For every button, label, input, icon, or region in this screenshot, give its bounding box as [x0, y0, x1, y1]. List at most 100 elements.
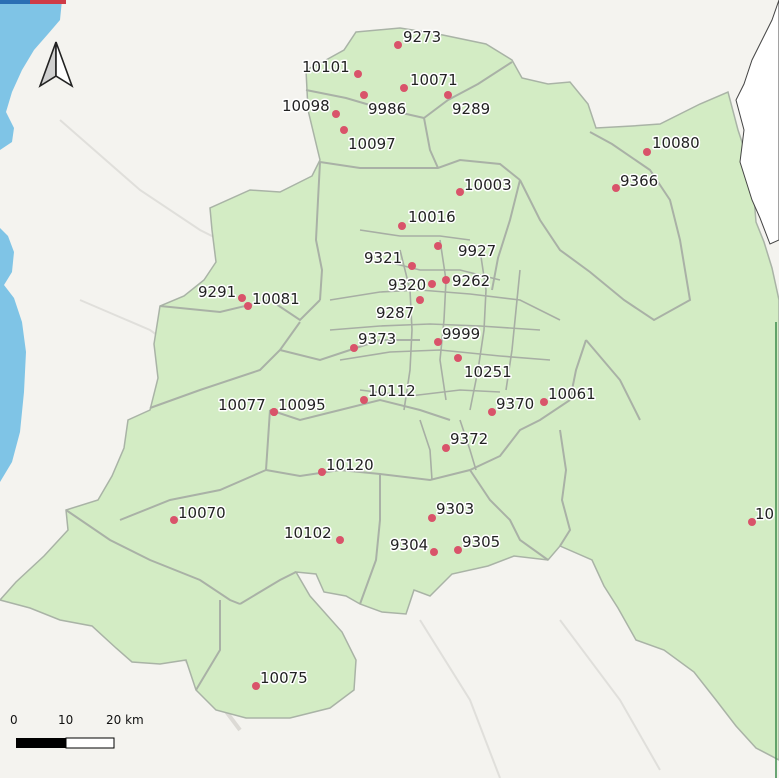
point-marker[interactable] [643, 148, 651, 156]
point-label: 9986 [368, 100, 406, 118]
map-point-10101[interactable]: 10101 [301, 57, 362, 78]
point-marker[interactable] [400, 84, 408, 92]
point-label: 10097 [348, 135, 396, 153]
map-point-10[interactable]: 10 [748, 504, 776, 526]
district-borders [65, 61, 692, 691]
point-label: 9273 [403, 28, 441, 46]
map-point-9320[interactable]: 9320 [387, 275, 436, 296]
point-marker[interactable] [238, 294, 246, 302]
point-marker[interactable] [748, 518, 756, 526]
map-point-10095[interactable]: 10095 [270, 395, 327, 416]
point-label: 9289 [452, 100, 490, 118]
scale-bar-segment-dark [16, 738, 66, 748]
point-label: 10095 [278, 396, 326, 414]
point-marker[interactable] [444, 91, 452, 99]
point-label: 10081 [252, 290, 300, 308]
map-point-9366[interactable]: 9366 [612, 171, 660, 192]
map-point-10102[interactable]: 10102 [283, 523, 344, 544]
point-marker[interactable] [428, 514, 436, 522]
map-point-9262[interactable]: 9262 [442, 271, 492, 292]
map-point-10251[interactable]: 10251 [454, 354, 513, 383]
point-marker[interactable] [360, 91, 368, 99]
points-layer: 9273 10101 10071 9986 9289 10098 10097 10080 100… [170, 27, 776, 690]
point-marker[interactable] [170, 516, 178, 524]
point-marker[interactable] [430, 548, 438, 556]
point-marker[interactable] [350, 344, 358, 352]
point-marker[interactable] [540, 398, 548, 406]
point-marker[interactable] [488, 408, 496, 416]
point-marker[interactable] [332, 110, 340, 118]
point-marker[interactable] [442, 276, 450, 284]
scale-label-10: 10 [58, 713, 73, 727]
map-point-10081[interactable]: 10081 [244, 289, 301, 310]
point-label: 9370 [496, 395, 534, 413]
point-label: 9305 [462, 533, 500, 551]
point-marker[interactable] [252, 682, 260, 690]
map-point-10003[interactable]: 10003 [456, 175, 513, 196]
map-point-10016[interactable]: 10016 [398, 207, 457, 230]
point-label: 9303 [436, 500, 474, 518]
point-marker[interactable] [244, 302, 252, 310]
point-label: 9373 [358, 330, 396, 348]
point-marker[interactable] [340, 126, 348, 134]
map-point-10120[interactable]: 10120 [318, 455, 375, 476]
point-label: 10061 [548, 385, 596, 403]
point-label: 10070 [178, 504, 226, 522]
point-marker[interactable] [454, 354, 462, 362]
map-point-10112[interactable]: 10112 [360, 381, 417, 404]
point-label: 10003 [464, 176, 512, 194]
map-point-9372[interactable]: 9372 [442, 429, 490, 452]
map-point-9305[interactable]: 9305 [454, 532, 502, 554]
point-marker[interactable] [428, 280, 436, 288]
point-marker[interactable] [336, 536, 344, 544]
point-label: 9372 [450, 430, 488, 448]
point-marker[interactable] [454, 546, 462, 554]
map-point-9986[interactable]: 9986 [360, 91, 408, 120]
point-marker[interactable] [416, 296, 424, 304]
map-point-9304[interactable]: 9304 [389, 535, 438, 556]
map-point-10080[interactable]: 10080 [643, 133, 701, 156]
map-point-9999[interactable]: 9999 [434, 324, 482, 346]
map-point-10097[interactable]: 10097 [340, 126, 397, 155]
map-point-9273[interactable]: 9273 [394, 27, 443, 49]
point-marker[interactable] [612, 184, 620, 192]
point-marker[interactable] [394, 41, 402, 49]
map-point-10075[interactable]: 10075 [252, 668, 309, 690]
map-point-9373[interactable]: 9373 [350, 329, 398, 352]
point-marker[interactable] [398, 222, 406, 230]
map-point-10061[interactable]: 10061 [540, 384, 597, 406]
map-point-9289[interactable]: 9289 [444, 91, 492, 120]
scale-label-0: 0 [10, 713, 18, 727]
point-label: 9366 [620, 172, 658, 190]
point-marker[interactable] [434, 338, 442, 346]
point-label: 9320 [388, 276, 426, 294]
point-marker[interactable] [360, 396, 368, 404]
point-marker[interactable] [442, 444, 450, 452]
point-marker[interactable] [408, 262, 416, 270]
point-label: 10080 [652, 134, 700, 152]
point-marker[interactable] [456, 188, 464, 196]
map-point-9927[interactable]: 9927 [434, 241, 498, 262]
map-point-9291[interactable]: 9291 [197, 282, 246, 303]
point-label: 10 [755, 505, 774, 523]
flag-swatch-blue [0, 0, 30, 4]
map-point-10071[interactable]: 10071 [400, 70, 459, 92]
map-point-9321[interactable]: 9321 [363, 248, 416, 270]
scale-label-20km: 20 km [106, 713, 144, 727]
map-point-9303[interactable]: 9303 [428, 499, 476, 522]
point-label: 10098 [282, 97, 330, 115]
map-point-9287[interactable]: 9287 [375, 296, 424, 324]
point-label: 9321 [364, 249, 402, 267]
point-label: 9262 [452, 272, 490, 290]
point-label: 9287 [376, 304, 414, 322]
point-marker[interactable] [354, 70, 362, 78]
point-label: 9999 [442, 325, 480, 343]
map-point-10070[interactable]: 10070 [170, 503, 227, 524]
point-marker[interactable] [318, 468, 326, 476]
map-point-10098[interactable]: 10098 [281, 96, 340, 118]
point-marker[interactable] [270, 408, 278, 416]
point-marker[interactable] [434, 242, 442, 250]
map-point-9370[interactable]: 9370 [488, 394, 536, 416]
